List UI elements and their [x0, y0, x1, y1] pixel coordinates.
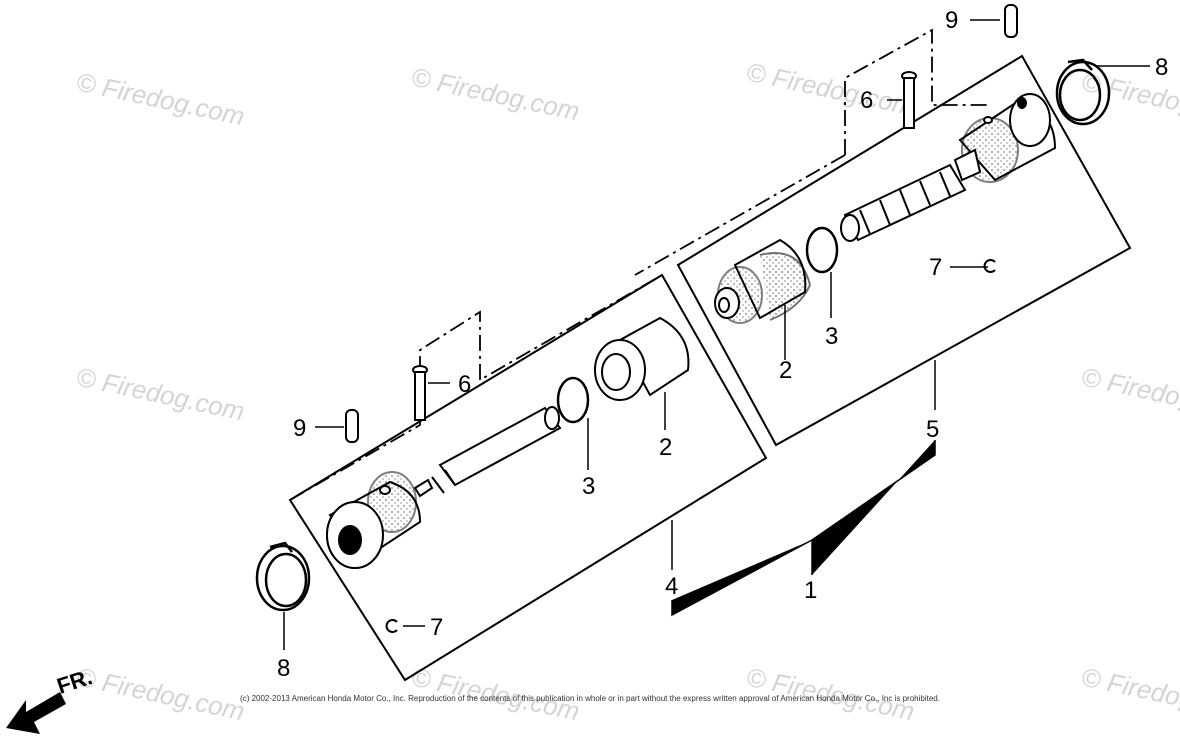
assembly-4-outline [288, 273, 768, 682]
pin-9-left [345, 409, 359, 443]
watermark: © Firedog.com [744, 57, 917, 122]
watermark: © Firedog.com [74, 362, 247, 427]
callout-9-right: 9 [945, 7, 958, 34]
callout-7-left: 7 [430, 614, 443, 641]
callout-8-left: 8 [277, 655, 290, 682]
callout-2-left: 2 [659, 434, 672, 461]
right-boot [714, 238, 812, 324]
left-yoke [326, 471, 422, 569]
clip-7-left [385, 619, 398, 633]
watermark: © Firedog.com [409, 62, 582, 127]
callout-1: 1 [804, 577, 817, 604]
right-yoke [958, 93, 1057, 183]
callouts: 1 2 2 3 3 4 5 6 6 7 7 8 8 9 9 [277, 7, 1168, 682]
clamp-8-left [255, 541, 311, 612]
clip-7-right [983, 259, 996, 273]
callout-8-right: 8 [1155, 54, 1168, 81]
copyright-notice: (c) 2002-2013 American Honda Motor Co., … [240, 694, 940, 703]
watermark: © Firedog.com [1079, 362, 1180, 427]
dash-dot-frames [289, 28, 988, 501]
pin-9-right [1004, 4, 1018, 38]
clamp-8-right [1055, 58, 1111, 126]
leader-lines [283, 19, 1150, 650]
left-shaft [413, 406, 562, 498]
callout-5: 5 [926, 416, 939, 443]
callout-7-right: 7 [929, 254, 942, 281]
callout-9-left: 9 [293, 415, 306, 442]
callout-2-right: 2 [779, 357, 792, 384]
right-seal-ring [805, 226, 839, 274]
callout-3-left: 3 [582, 473, 595, 500]
watermark: © Firedog.com [74, 67, 247, 132]
bolt-6-right [901, 71, 917, 129]
callout-6-left: 6 [458, 371, 471, 398]
left-boot [594, 316, 690, 401]
left-seal-ring [556, 376, 590, 424]
callout-4: 4 [665, 573, 678, 600]
callout-3-right: 3 [825, 323, 838, 350]
bolt-6-left [412, 365, 428, 421]
callout-6-right: 6 [860, 87, 873, 114]
right-shaft [840, 148, 982, 242]
